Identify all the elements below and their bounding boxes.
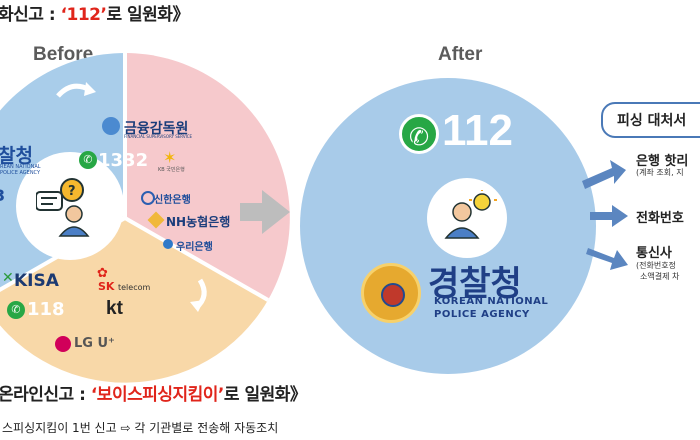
headline-highlight: ‘112’ <box>60 5 107 25</box>
online-suffix: 로 일원화》 <box>223 385 307 405</box>
after-police-en2: POLICE AGENCY <box>434 309 530 320</box>
woori-icon <box>163 239 173 249</box>
headline-phone: 화신고 : ‘112’로 일원화》 <box>0 0 189 25</box>
before-center-circle <box>16 152 124 260</box>
panel-arrow-1 <box>582 160 626 189</box>
nh-logo: NH농협은행 <box>166 215 231 229</box>
online-highlight: ‘보이스피싱지킴이’ <box>90 385 225 405</box>
fss-logo: 금융감독원 <box>124 121 189 137</box>
fss-icon <box>102 117 120 135</box>
panel-item-3-sub: (전화번호정 <box>636 261 676 270</box>
n1332-logo: 1332 <box>98 150 149 171</box>
panel-item-1-title: 은행 핫리 <box>636 154 689 169</box>
phone-icon-112: ✆ <box>399 114 439 154</box>
kt-logo: kt <box>106 298 123 319</box>
shinhan-logo: 신한은행 <box>154 195 191 206</box>
transition-arrow <box>240 190 290 234</box>
footer-prefix: 스피싱지킴이 1번 신고 <box>2 421 121 435</box>
right-panel-title: 피싱 대처서 <box>617 113 687 129</box>
panel-item-1-sub: (계좌 조회, 지 <box>636 168 684 177</box>
phone-icon: ✆ <box>79 151 97 169</box>
kisa-icon: ✕ <box>2 270 14 286</box>
sk-sub: telecom <box>118 283 151 292</box>
right-panel-title-box: 피싱 대처서 <box>601 102 700 138</box>
after-police-en1: KOREAN NATIONAL <box>434 296 549 307</box>
after-reporter-icon <box>438 188 498 246</box>
panel-item-2-title: 전화번호 <box>636 211 684 226</box>
panel-item-3-sub2: 소액결제 차 <box>640 272 680 281</box>
panel-item-3-title: 통신사 <box>636 246 672 261</box>
panel-arrow-2 <box>590 205 628 227</box>
after-police-logo: 경찰청 <box>428 264 522 304</box>
headline-suffix: 로 일원화》 <box>106 5 189 25</box>
kb-logo: KB 국민은행 <box>158 167 185 173</box>
lg-icon <box>55 336 71 352</box>
pie-sector-finance <box>125 53 290 300</box>
n118-logo: 118 <box>27 299 65 320</box>
shinhan-icon <box>141 191 155 205</box>
headline-online: 온라인신고 : ‘보이스피싱지킴이’로 일원화》 <box>0 380 307 405</box>
headline-prefix: 화신고 : <box>0 5 61 25</box>
svg-text:?: ? <box>68 184 76 199</box>
sk-wing-icon: ✿ <box>97 266 108 281</box>
lg-logo: LG U⁺ <box>74 336 115 351</box>
woori-logo: 우리은행 <box>176 242 213 253</box>
online-prefix: 온라인신고 : <box>0 385 91 405</box>
panel-arrow-3 <box>586 248 628 270</box>
before-label: Before <box>33 44 94 65</box>
n112-logo: 112 <box>442 106 513 155</box>
police-emblem-icon <box>361 263 421 323</box>
reporter-icon: ? <box>35 178 106 238</box>
sk-logo: SK <box>98 280 115 293</box>
footer-line: 스피싱지킴이 1번 신고 ⇨ 각 기관별로 전송해 자동조치 <box>2 419 278 436</box>
kisa-logo: KISA <box>14 271 59 291</box>
fss-sub: FINANCIAL SUPERVISORY SERVICE <box>124 134 193 139</box>
footer-arrow-icon: ⇨ <box>120 421 131 435</box>
before-police-partial: 3 <box>0 186 5 205</box>
footer-suffix: 각 기관별로 전송해 자동조치 <box>130 421 279 435</box>
before-police-logo: 찰청 <box>0 145 33 167</box>
before-police-sub: REAN NATIONAL POLICE AGENCY <box>0 164 41 176</box>
after-label: After <box>438 44 483 65</box>
phone-icon-118: ✆ <box>7 301 25 319</box>
kb-star-icon: ✶ <box>163 148 177 167</box>
